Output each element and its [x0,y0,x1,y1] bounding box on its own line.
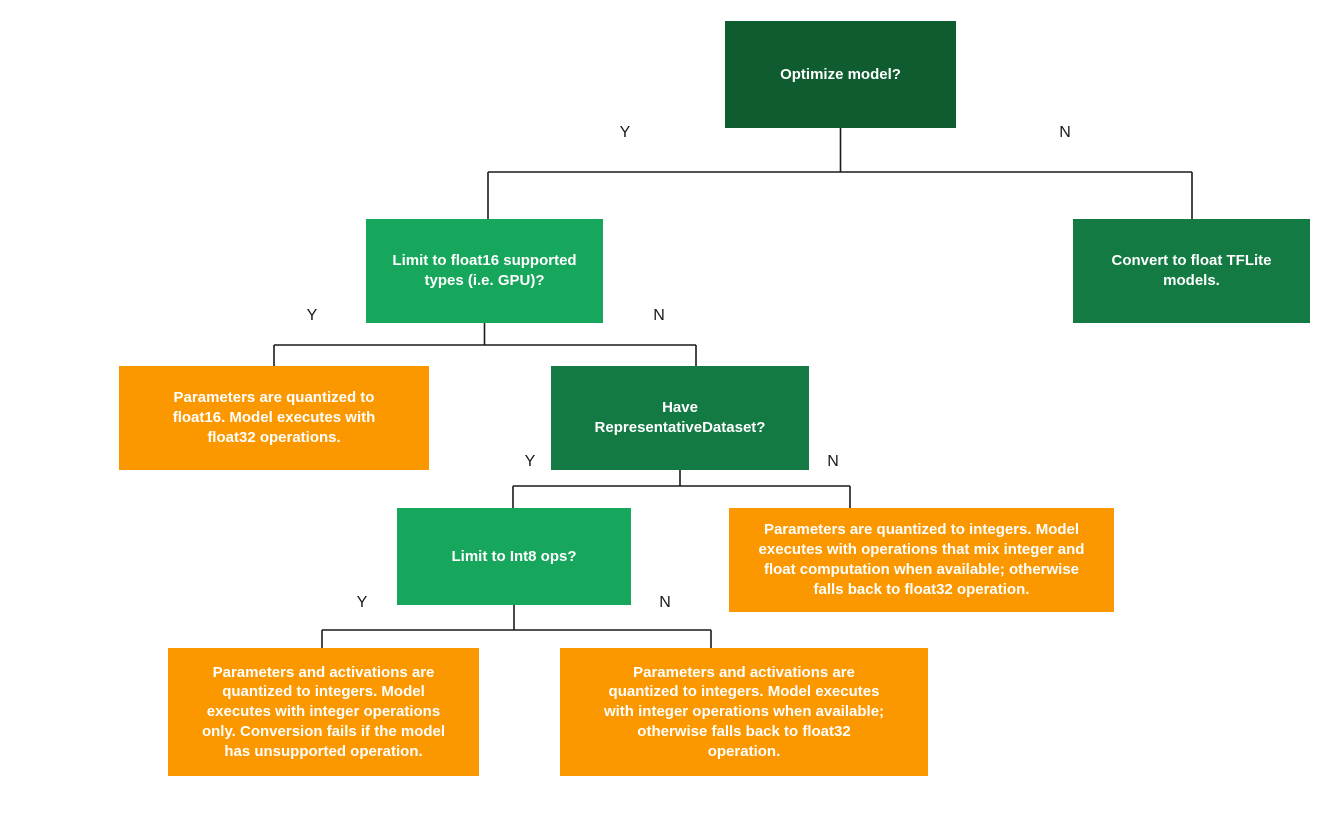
node-label: Parameters are quantized to integers. Mo… [758,521,1085,598]
node-mixed_result[interactable]: Parameters are quantized to integers. Mo… [729,508,1114,612]
connector-float16-split [273,323,697,366]
node-int_only_result[interactable]: Parameters and activations are quantized… [168,648,479,776]
node-float16_result[interactable]: Parameters are quantized to float16. Mod… [119,366,429,470]
connector-int8-split [321,605,712,648]
node-label: Parameters and activations are quantized… [603,663,885,760]
edge-label-f16-y: Y [306,307,318,324]
node-int8ops[interactable]: Limit to Int8 ops? [397,508,631,605]
edge-label-int8-n: N [659,594,671,611]
node-label: Parameters and activations are quantized… [201,663,446,760]
edge-label-rep-y: Y [524,453,536,470]
edge-label-int8-y: Y [356,594,368,611]
edge-label-opt-y: Y [619,124,631,141]
node-convert_float[interactable]: Convert to float TFLite models. [1073,219,1310,323]
connector-repdataset-split [512,470,851,508]
edge-label-rep-n: N [827,453,839,470]
node-int_fallback_result[interactable]: Parameters and activations are quantized… [560,648,928,776]
node-optimize[interactable]: Optimize model? [725,21,956,128]
node-label: Parameters are quantized to float16. Mod… [172,389,376,446]
edge-label-f16-n: N [653,307,665,324]
node-label: Have RepresentativeDataset? [594,399,766,436]
node-label: Optimize model? [780,65,901,83]
node-float16[interactable]: Limit to float16 supported types (i.e. G… [366,219,603,323]
connector-optimize-split [487,128,1193,219]
node-label: Limit to float16 supported types (i.e. G… [392,252,577,289]
node-label: Convert to float TFLite models. [1111,252,1272,289]
edge-label-opt-n: N [1059,124,1071,141]
node-repdataset[interactable]: Have RepresentativeDataset? [551,366,809,470]
node-label: Limit to Int8 ops? [451,547,577,565]
